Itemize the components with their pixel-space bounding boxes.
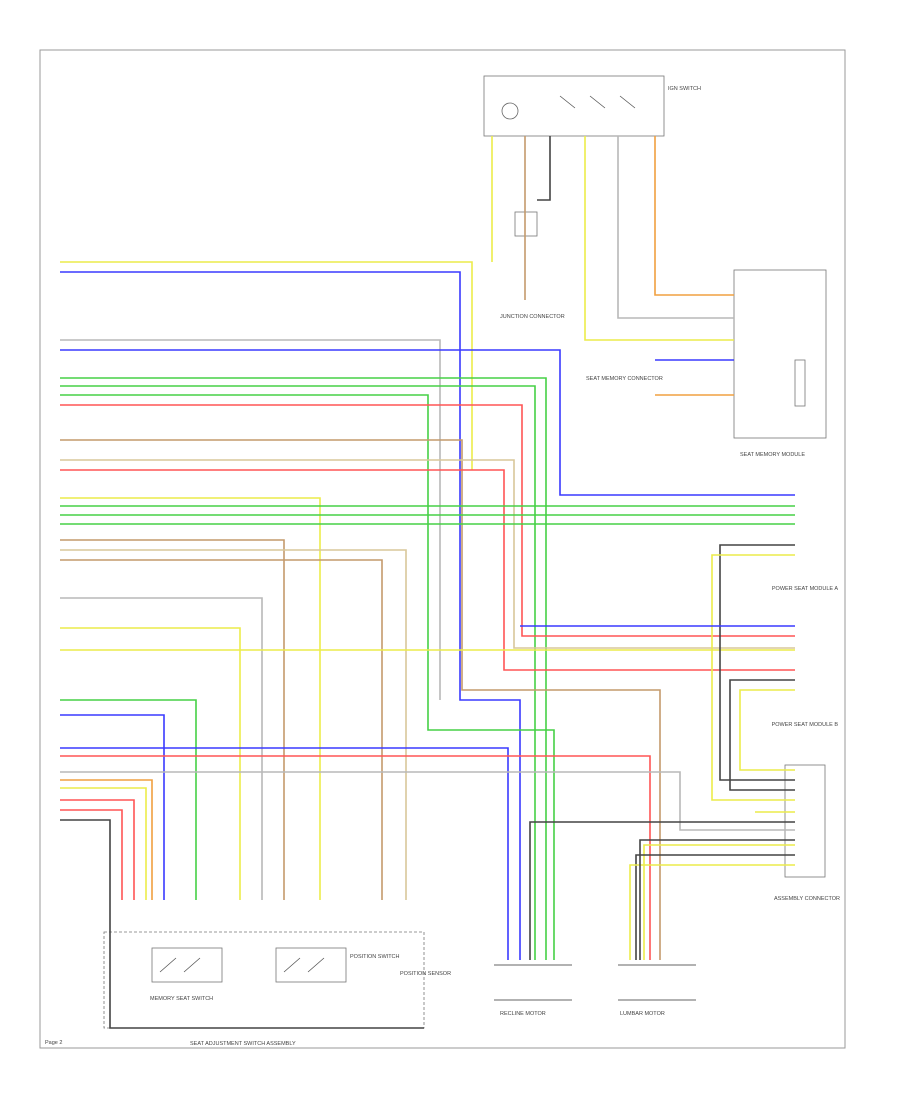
page-number: Page 2 (45, 1040, 62, 1046)
wire-dark-31 (719, 544, 795, 781)
lumbar-motor: LUMBAR MOTOR (618, 964, 696, 1017)
wire-brown-17 (60, 559, 383, 900)
ignition-switch-label: IGN SWITCH (668, 86, 701, 92)
lumbar-motor-label: LUMBAR MOTOR (620, 1011, 665, 1017)
wire-yellow-11 (60, 497, 321, 900)
memory-sub-connector-label: SEAT MEMORY CONNECTOR (586, 376, 663, 382)
wire-gray-25 (60, 771, 795, 831)
wire-yellow-27 (60, 787, 147, 900)
wire-blue-23 (60, 747, 509, 960)
wire-yellow-38 (643, 844, 795, 960)
position-switch: POSITION SWITCH (275, 947, 400, 983)
memory-module-label: SEAT MEMORY MODULE (740, 452, 805, 458)
wire-gray-18 (60, 597, 263, 900)
wire-dark-41 (639, 839, 795, 960)
wire-orange-47 (654, 136, 734, 296)
wire-dark-39 (635, 854, 795, 960)
wire-yellow-34 (739, 689, 795, 771)
right-middle-connector-label: POWER SEAT MODULE B (772, 722, 839, 728)
wire-green-4 (60, 377, 547, 960)
wire-green-6 (60, 394, 555, 960)
wire-red-29 (60, 809, 123, 900)
wire-red-28 (60, 799, 135, 900)
lower-right-connector-label: ASSEMBLY CONNECTOR (774, 896, 840, 902)
right-upper-connector-label: POWER SEAT MODULE A (772, 586, 838, 592)
wire-blue-3 (60, 349, 795, 496)
memory-seat-switch: MEMORY SEAT SWITCH (150, 947, 223, 1002)
memory-sub-connector: SEAT MEMORY CONNECTOR (586, 376, 663, 382)
bottom-switch-assembly-label: SEAT ADJUSTMENT SWITCH ASSEMBLY (190, 1041, 296, 1047)
wire-yellow-45 (584, 136, 734, 341)
wire-dark-37 (529, 821, 795, 960)
memory-seat-switch-label: MEMORY SEAT SWITCH (150, 996, 213, 1002)
wire-brown-15 (60, 539, 285, 900)
seat-memory-module: SEAT MEMORY MODULE (733, 269, 827, 458)
wire-group (60, 136, 795, 1029)
wire-gray-2 (60, 339, 441, 700)
wire-gray-46 (617, 136, 734, 319)
position-switch-label: POSITION SWITCH (350, 954, 400, 960)
junction-connector-label: JUNCTION CONNECTOR (500, 314, 565, 320)
wire-dark-30 (60, 819, 424, 1029)
lower-right-connector: ASSEMBLY CONNECTOR (774, 764, 840, 902)
wire-brown-8 (60, 439, 661, 960)
wire-yellow-32 (711, 554, 795, 801)
wire-red-24 (60, 755, 651, 960)
wire-orange-26 (60, 779, 153, 900)
recline-motor: RECLINE MOTOR (494, 964, 572, 1017)
sensor-label: POSITION SENSOR (400, 971, 451, 977)
wire-red-10 (60, 469, 795, 671)
wire-red-7 (60, 404, 795, 637)
wire-dark-35 (729, 679, 795, 791)
wire-dark-44 (537, 136, 551, 201)
wire-yellow-0 (60, 261, 473, 470)
wire-tan-9 (60, 459, 795, 649)
wire-blue-1 (60, 271, 521, 960)
wire-yellow-19 (60, 627, 241, 900)
ignition-switch: IGN SWITCH (483, 75, 701, 137)
recline-motor-label: RECLINE MOTOR (500, 1011, 546, 1017)
wire-blue-22 (60, 714, 165, 900)
diagram-frame (39, 49, 846, 1049)
wire-green-5 (60, 385, 536, 960)
junction-connector: JUNCTION CONNECTOR (500, 211, 565, 320)
wire-yellow-40 (629, 864, 795, 960)
wire-tan-16 (60, 549, 407, 900)
wire-green-21 (60, 699, 197, 900)
